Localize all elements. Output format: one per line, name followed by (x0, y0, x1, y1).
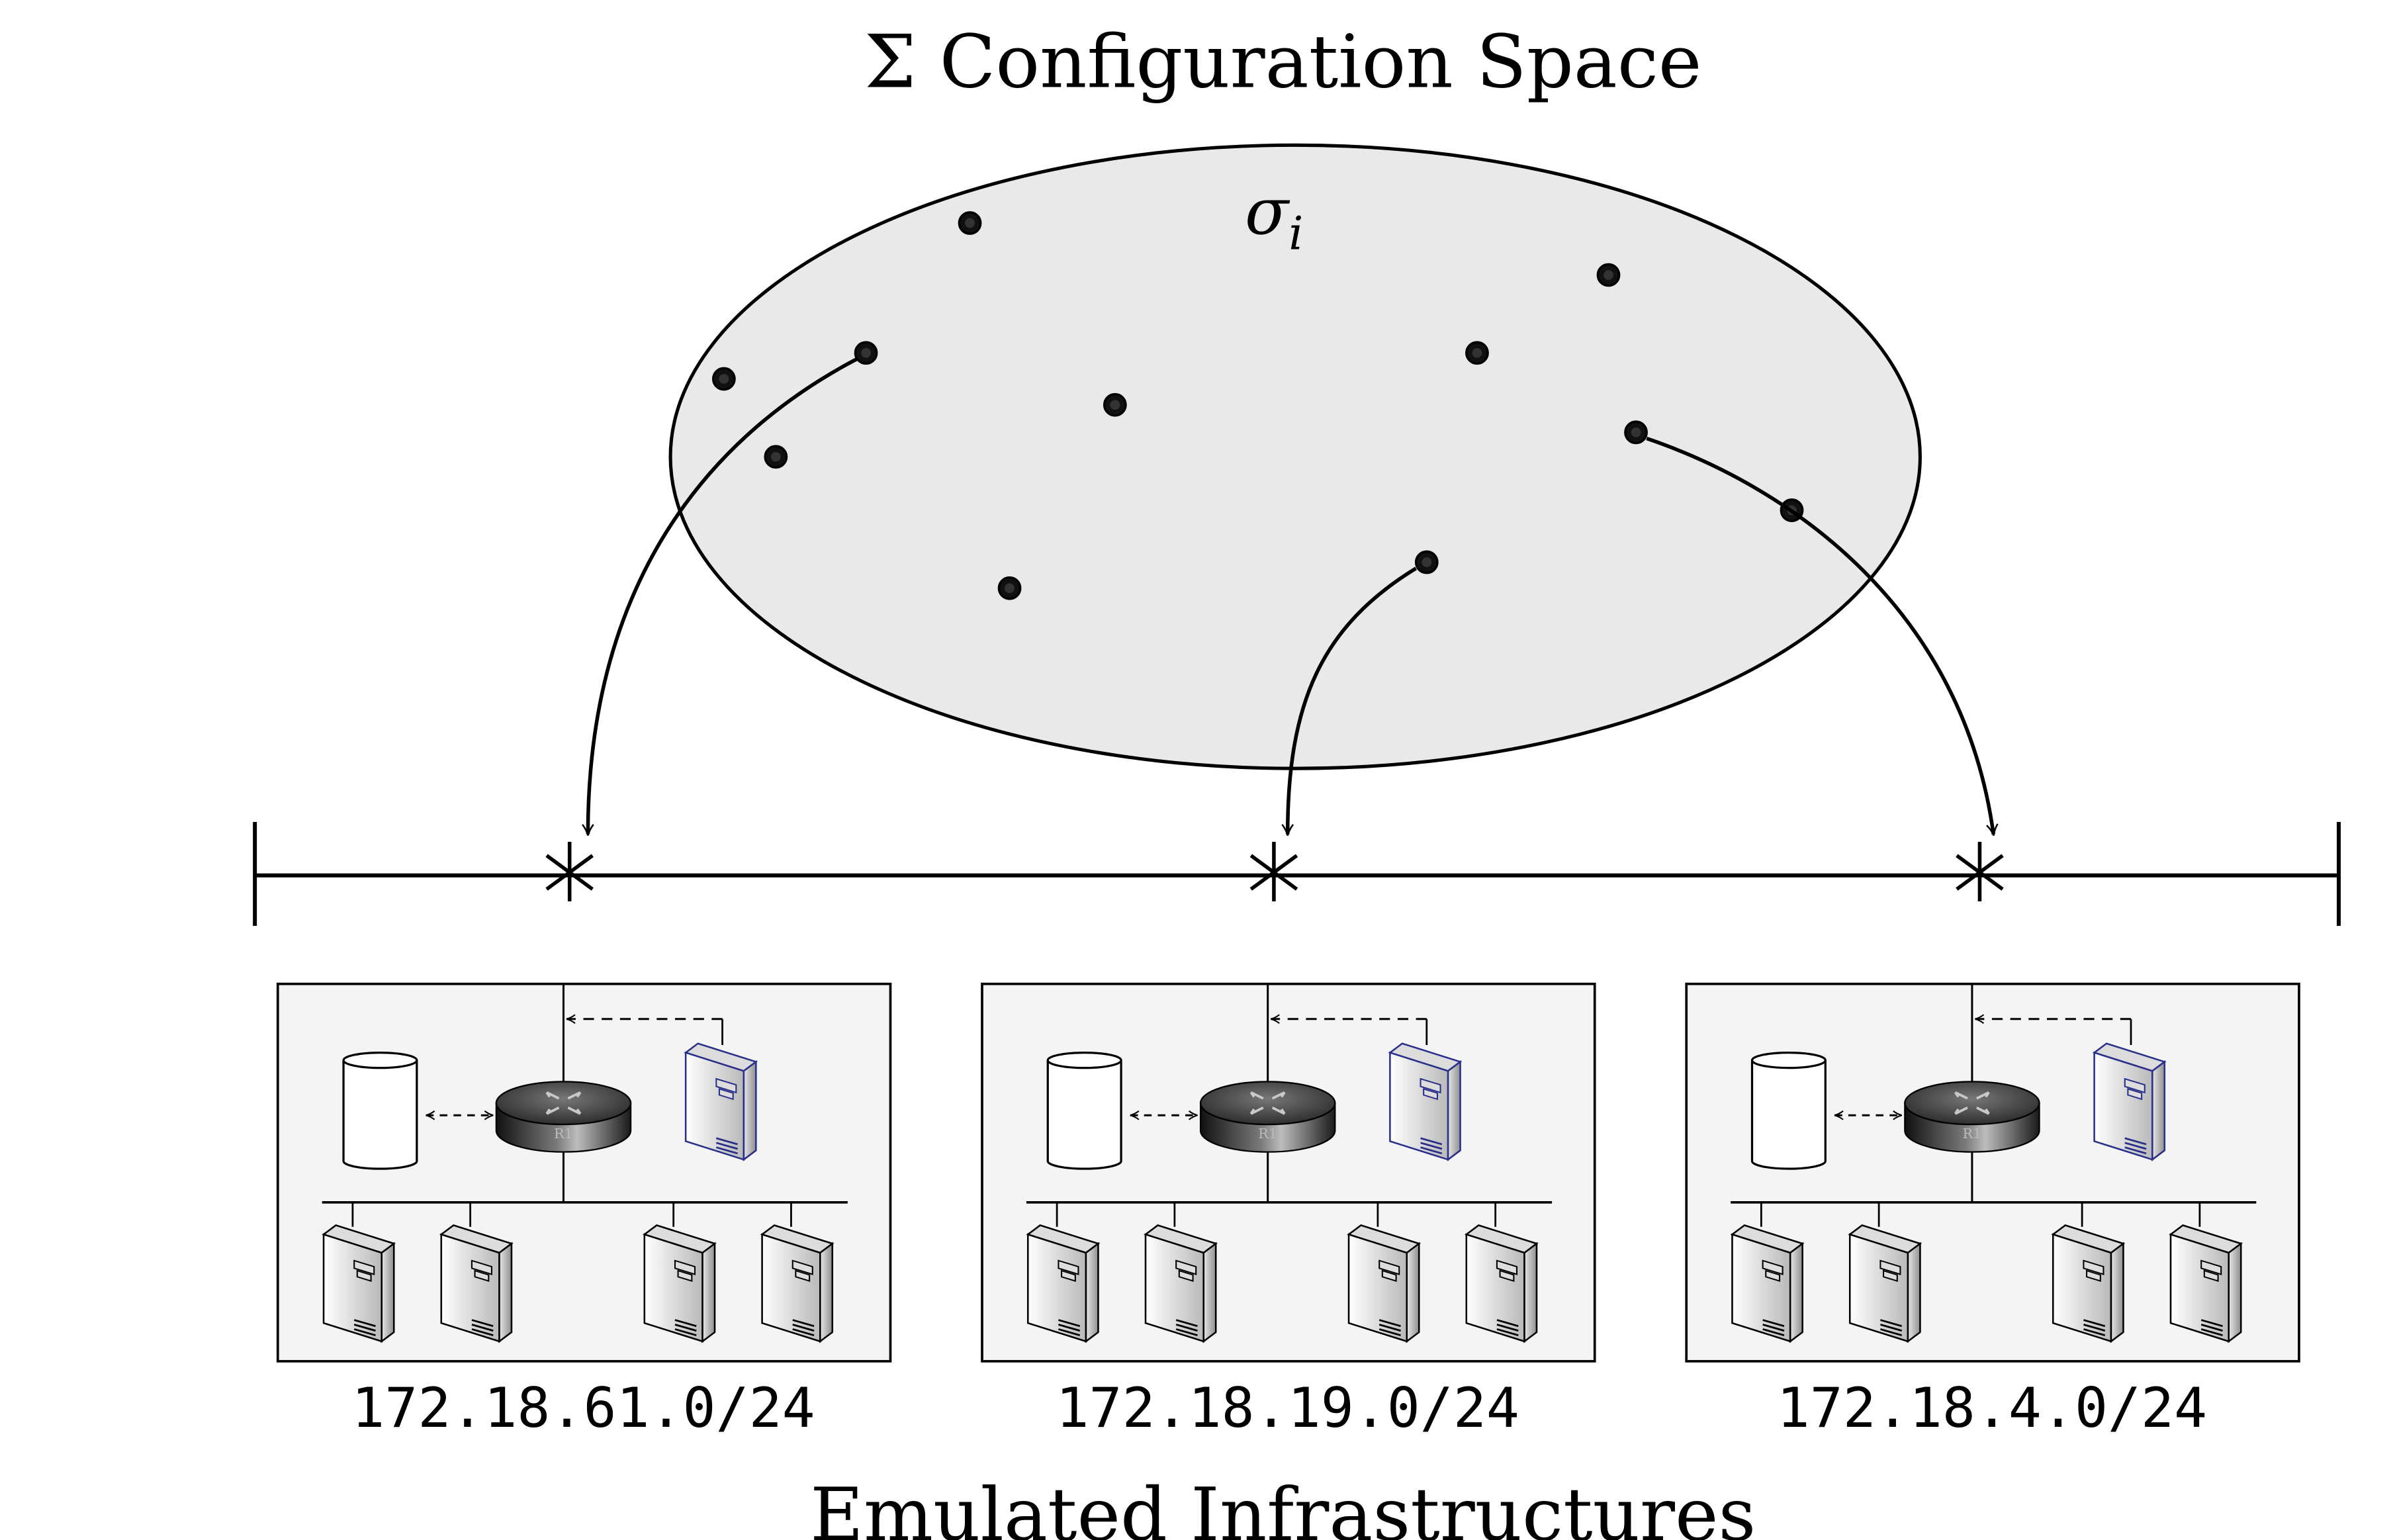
asterisk-marker-3 (1956, 842, 2004, 902)
configuration-space-ellipse (668, 143, 1922, 770)
server-icon (440, 1224, 513, 1343)
router-label: R1 (1962, 1126, 1981, 1142)
server-icon (1347, 1224, 1420, 1343)
database-icon (342, 1051, 418, 1170)
configuration-points (711, 211, 1804, 600)
server-icon (643, 1224, 716, 1343)
timeline-axis (253, 821, 2341, 926)
timeline-markers (545, 842, 2004, 902)
mapping-arrows (582, 357, 1999, 836)
sigma-subscript: i (1288, 207, 1303, 260)
config-point (997, 576, 1022, 600)
database-icon (1046, 1051, 1122, 1170)
server-icon (1848, 1224, 1921, 1343)
diagram-title: Σ Configuration Space (864, 20, 1701, 105)
config-point (1596, 263, 1621, 287)
subnet-label: 172.18.19.0/24 (1056, 1376, 1519, 1440)
database-icon (1750, 1051, 1827, 1170)
asterisk-marker-2 (1249, 842, 1298, 902)
config-point (1465, 341, 1489, 365)
server-icon (1731, 1224, 1804, 1343)
infrastructure-3: R1 172.18.4.0/24 (1685, 982, 2300, 1440)
sigma-label: σi (1245, 174, 1303, 260)
config-point (764, 445, 788, 469)
mapping-arrow-3 (1646, 436, 1999, 836)
server-icon (1144, 1224, 1217, 1343)
server-icon (1026, 1224, 1099, 1343)
router-label: R1 (1258, 1126, 1277, 1142)
sigma-symbol: σ (1245, 174, 1290, 249)
footer-title: Emulated Infrastructures (810, 1472, 1756, 1540)
server-icon (761, 1224, 834, 1343)
mapping-arrow-1 (582, 357, 858, 836)
server-icon (2169, 1224, 2242, 1343)
mapping-arrow-2 (1281, 566, 1418, 836)
server-icon (1465, 1224, 1538, 1343)
config-point (854, 341, 878, 365)
router-label: R1 (554, 1126, 573, 1142)
server-icon (2052, 1224, 2124, 1343)
gateway-server-icon (2093, 1042, 2166, 1161)
config-point (1103, 392, 1127, 417)
config-point (711, 367, 736, 391)
config-point (1624, 420, 1648, 445)
config-point (1414, 550, 1439, 574)
infrastructure-1: R1 172.18.61.0/24 (276, 982, 892, 1440)
gateway-server-icon (684, 1042, 757, 1161)
subnet-label: 172.18.4.0/24 (1777, 1376, 2207, 1440)
infrastructure-2: R1 172.18.19.0/24 (981, 982, 1596, 1440)
server-icon (322, 1224, 395, 1343)
gateway-server-icon (1388, 1042, 1461, 1161)
config-point (958, 211, 982, 235)
subnet-label: 172.18.61.0/24 (351, 1376, 815, 1440)
asterisk-marker-1 (545, 842, 594, 902)
infrastructures: R1 172.18.61.0/24 R1 172.18.19.0/24 R1 172.18… (276, 982, 2300, 1440)
